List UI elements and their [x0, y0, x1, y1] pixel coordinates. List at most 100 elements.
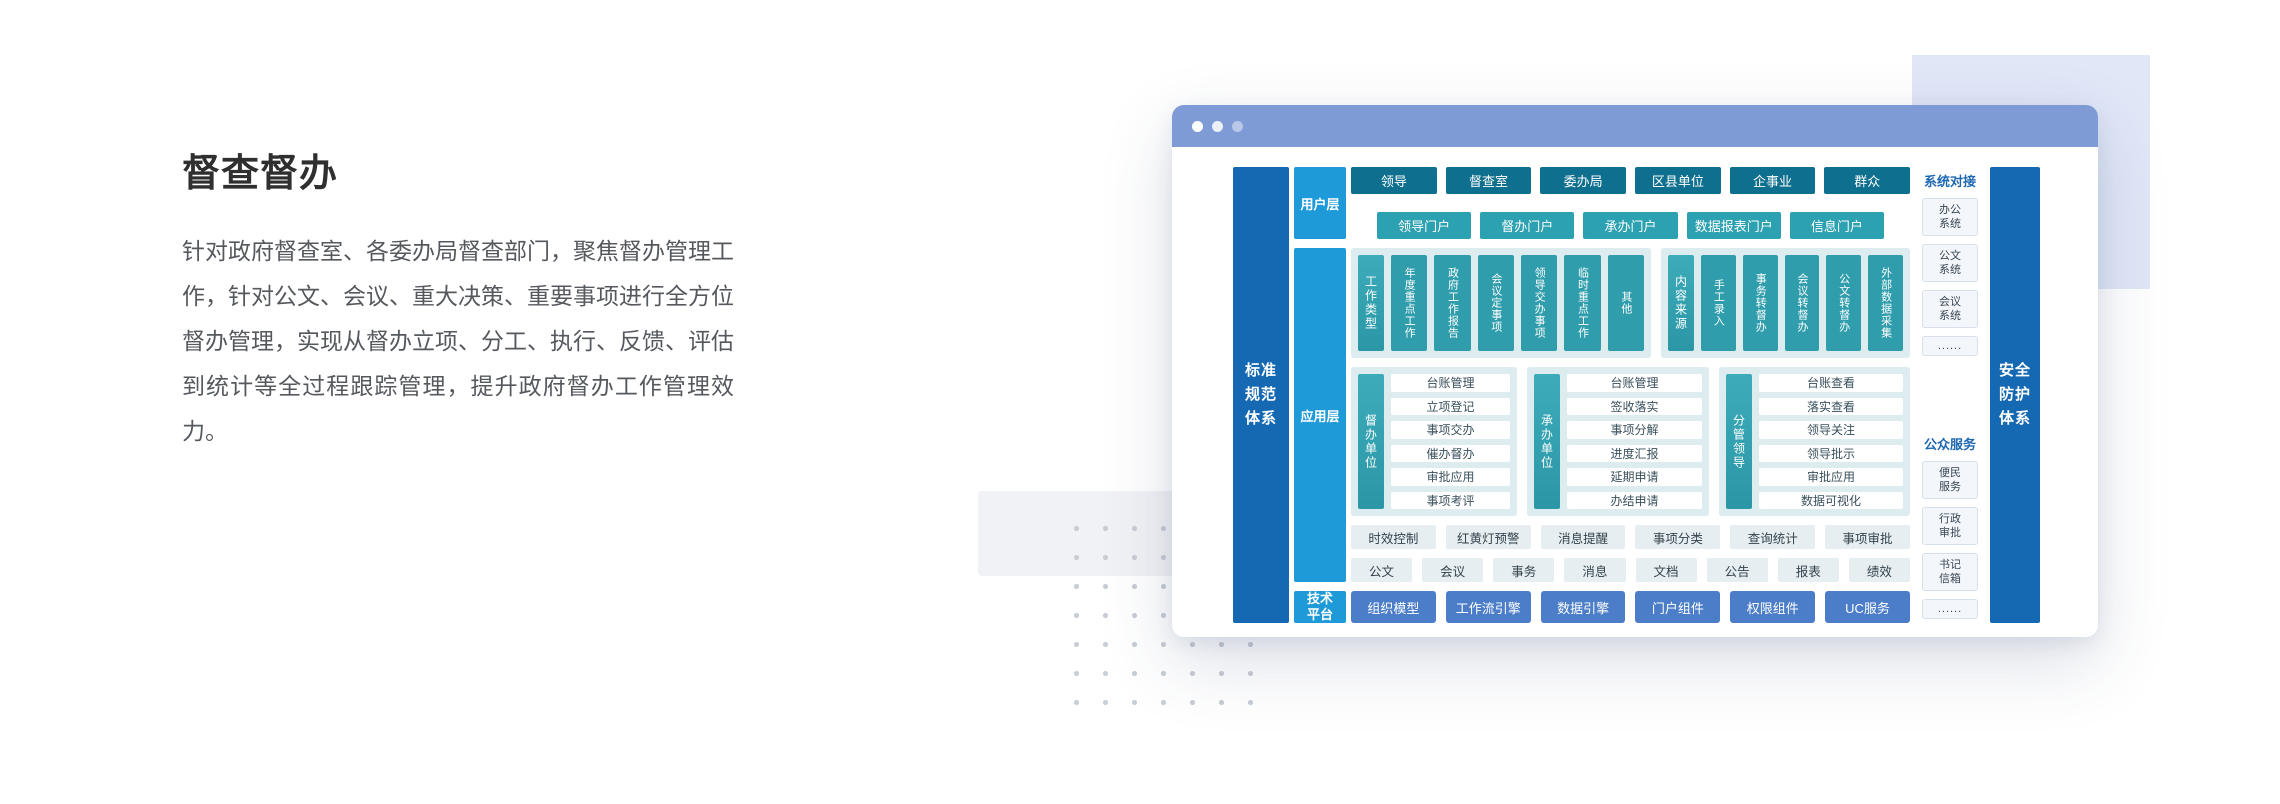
section-header: 系统对接	[1923, 174, 1976, 189]
resource-chip: 消息	[1564, 558, 1626, 582]
section-header: 公众服务	[1923, 437, 1976, 452]
content-source-item: 外部数据采集	[1868, 255, 1903, 351]
system-integration-section: 系统对接 办公系统 公文系统 会议系统 ......	[1917, 171, 1983, 356]
supervise-unit-label: 督办单位	[1358, 374, 1384, 509]
undertake-unit-chip: 台账管理	[1567, 374, 1702, 392]
undertake-unit-chip: 事项分解	[1567, 421, 1702, 439]
work-type-group: 工作类型 年度重点工作政府工作报告会议定事项领导交办事项临时重点工作其他	[1351, 248, 1651, 358]
content-source-items: 手工录入事务转督办会议转督办公文转督办外部数据采集	[1701, 255, 1903, 351]
user-layer-strip: 用户层	[1294, 167, 1346, 239]
charge-leader-chip: 领导批示	[1759, 444, 1903, 462]
tech-chip: 门户组件	[1635, 591, 1721, 623]
tech-chip: UC服务	[1825, 591, 1910, 623]
architecture-diagram: 标准规范体系 用户层 领导督查室委办局区县单位企事业群众 领导门户督办门户承办门…	[1233, 167, 2040, 623]
diagram-main: 用户层 领导督查室委办局区县单位企事业群众 领导门户督办门户承办门户数据报表门户…	[1294, 167, 1911, 623]
resource-chip: 事务	[1493, 558, 1555, 582]
supervise-unit-group: 督办单位 台账管理立项登记事项交办催办督办审批应用事项考评	[1351, 367, 1517, 516]
resource-chip: 公告	[1706, 558, 1768, 582]
capability-chip: 事项审批	[1825, 525, 1910, 549]
user-role-button: 群众	[1824, 167, 1911, 194]
portal-button: 信息门户	[1789, 212, 1885, 239]
section-title: 督查督办	[182, 153, 339, 195]
portal-button: 承办门户	[1583, 212, 1678, 239]
ellipsis-chip: ......	[1922, 599, 1978, 619]
undertake-unit-chip: 延期申请	[1567, 468, 1702, 486]
undertake-unit-chip: 签收落实	[1567, 397, 1702, 415]
portal-button: 数据报表门户	[1686, 212, 1781, 239]
system-chip: 办公系统	[1922, 198, 1978, 236]
work-type-item: 其他	[1607, 255, 1644, 351]
charge-leader-label: 分管领导	[1726, 374, 1752, 509]
resource-chip: 会议	[1422, 558, 1484, 582]
user-layer-content: 领导督查室委办局区县单位企事业群众 领导门户督办门户承办门户数据报表门户信息门户	[1351, 167, 1911, 239]
system-chip: 会议系统	[1922, 290, 1978, 328]
user-layer-section: 用户层 领导督查室委办局区县单位企事业群众 领导门户督办门户承办门户数据报表门户…	[1294, 167, 1911, 239]
window-dot-icon	[1232, 120, 1243, 132]
work-type-label: 工作类型	[1358, 255, 1384, 351]
resources-row: 公文会议事务消息文档公告报表绩效	[1351, 558, 1910, 582]
undertake-unit-group: 承办单位 台账管理签收落实事项分解进度汇报延期申请办结申请	[1527, 367, 1709, 516]
tech-chip: 数据引擎	[1540, 591, 1626, 623]
supervise-unit-chip: 立项登记	[1391, 397, 1510, 415]
capability-chip: 时效控制	[1351, 525, 1436, 549]
work-type-item: 临时重点工作	[1564, 255, 1601, 351]
undertake-unit-chip: 办结申请	[1567, 491, 1702, 509]
app-layer-content: 工作类型 年度重点工作政府工作报告会议定事项领导交办事项临时重点工作其他 内容来…	[1351, 248, 1910, 582]
capabilities-row: 时效控制红黄灯预警消息提醒事项分类查询统计事项审批	[1351, 525, 1910, 549]
ellipsis-chip: ......	[1922, 336, 1978, 356]
undertake-unit-items: 台账管理签收落实事项分解进度汇报延期申请办结申请	[1567, 374, 1702, 509]
public-service-section: 公众服务 便民服务 行政审批 书记信箱 ......	[1917, 434, 1983, 619]
capability-chip: 查询统计	[1730, 525, 1816, 549]
undertake-unit-chip: 进度汇报	[1567, 444, 1702, 462]
work-type-item: 领导交办事项	[1520, 255, 1558, 351]
work-type-item: 会议定事项	[1477, 255, 1514, 351]
user-layer-label: 用户层	[1300, 196, 1340, 212]
app-layer-section: 应用层 工作类型 年度重点工作政府工作报告会议定事项领导交办事项临时重点工作其他…	[1294, 248, 1910, 582]
type-source-row: 工作类型 年度重点工作政府工作报告会议定事项领导交办事项临时重点工作其他 内容来…	[1351, 248, 1910, 358]
service-chip: 行政审批	[1922, 507, 1978, 545]
undertake-unit-label: 承办单位	[1534, 374, 1560, 509]
capability-chip: 消息提醒	[1540, 525, 1626, 549]
user-role-button: 委办局	[1540, 167, 1627, 194]
security-pillar: 安全防护体系	[1990, 167, 2040, 623]
tech-layer-content: 组织模型工作流引擎数据引擎门户组件权限组件 UC服务	[1351, 591, 1910, 623]
user-roles-row: 领导督查室委办局区县单位企事业群众	[1351, 167, 1911, 194]
work-type-item: 年度重点工作	[1391, 255, 1428, 351]
standards-pillar: 标准规范体系	[1233, 167, 1289, 623]
content-source-item: 事务转督办	[1742, 255, 1778, 351]
tech-chip: 组织模型	[1351, 591, 1436, 623]
service-chip: 便民服务	[1922, 461, 1978, 499]
tech-chip: 权限组件	[1730, 591, 1816, 623]
content-source-item: 手工录入	[1701, 255, 1736, 351]
tech-layer-section: 技术平台 组织模型工作流引擎数据引擎门户组件权限组件 UC服务	[1294, 591, 1910, 623]
supervise-unit-chip: 台账管理	[1391, 374, 1510, 392]
portal-button: 督办门户	[1480, 212, 1575, 239]
content-source-group: 内容来源 手工录入事务转督办会议转督办公文转督办外部数据采集	[1661, 248, 1910, 358]
charge-leader-chip: 审批应用	[1759, 468, 1903, 486]
intro-block: 督查督办 针对政府督查室、各委办局督查部门，聚焦督办管理工作，针对公文、会议、重…	[182, 142, 734, 454]
tech-layer-label: 技术平台	[1306, 591, 1333, 622]
portal-button: 领导门户	[1377, 212, 1472, 239]
unit-groups-row: 督办单位 台账管理立项登记事项交办催办督办审批应用事项考评 承办单位 台账管理签…	[1351, 367, 1910, 516]
standards-pillar-label: 标准规范体系	[1244, 362, 1277, 427]
window-dot-icon	[1192, 120, 1203, 132]
window-dot-icon	[1212, 120, 1223, 132]
window-titlebar	[1172, 105, 2098, 147]
content-source-item: 会议转督办	[1784, 255, 1820, 351]
window-body: 标准规范体系 用户层 领导督查室委办局区县单位企事业群众 领导门户督办门户承办门…	[1172, 147, 2098, 637]
user-role-button: 企事业	[1729, 167, 1816, 194]
user-role-button: 区县单位	[1635, 167, 1721, 194]
system-chip: 公文系统	[1922, 244, 1978, 282]
resource-chip: 公文	[1351, 558, 1413, 582]
resource-chip: 文档	[1635, 558, 1697, 582]
charge-leader-chip: 数据可视化	[1759, 491, 1903, 509]
charge-leader-chip: 台账查看	[1759, 374, 1903, 392]
tech-chip: 工作流引擎	[1445, 591, 1531, 623]
app-layer-strip: 应用层	[1294, 248, 1346, 582]
integration-panel: 系统对接 办公系统 公文系统 会议系统 ...... 公众服务 便民服务 行政审…	[1917, 167, 1983, 623]
capability-chip: 事项分类	[1635, 525, 1721, 549]
charge-leader-items: 台账查看落实查看领导关注领导批示审批应用数据可视化	[1759, 374, 1903, 509]
supervise-unit-items: 台账管理立项登记事项交办催办督办审批应用事项考评	[1391, 374, 1510, 509]
charge-leader-group: 分管领导 台账查看落实查看领导关注领导批示审批应用数据可视化	[1719, 367, 1910, 516]
work-type-item: 政府工作报告	[1434, 255, 1471, 351]
